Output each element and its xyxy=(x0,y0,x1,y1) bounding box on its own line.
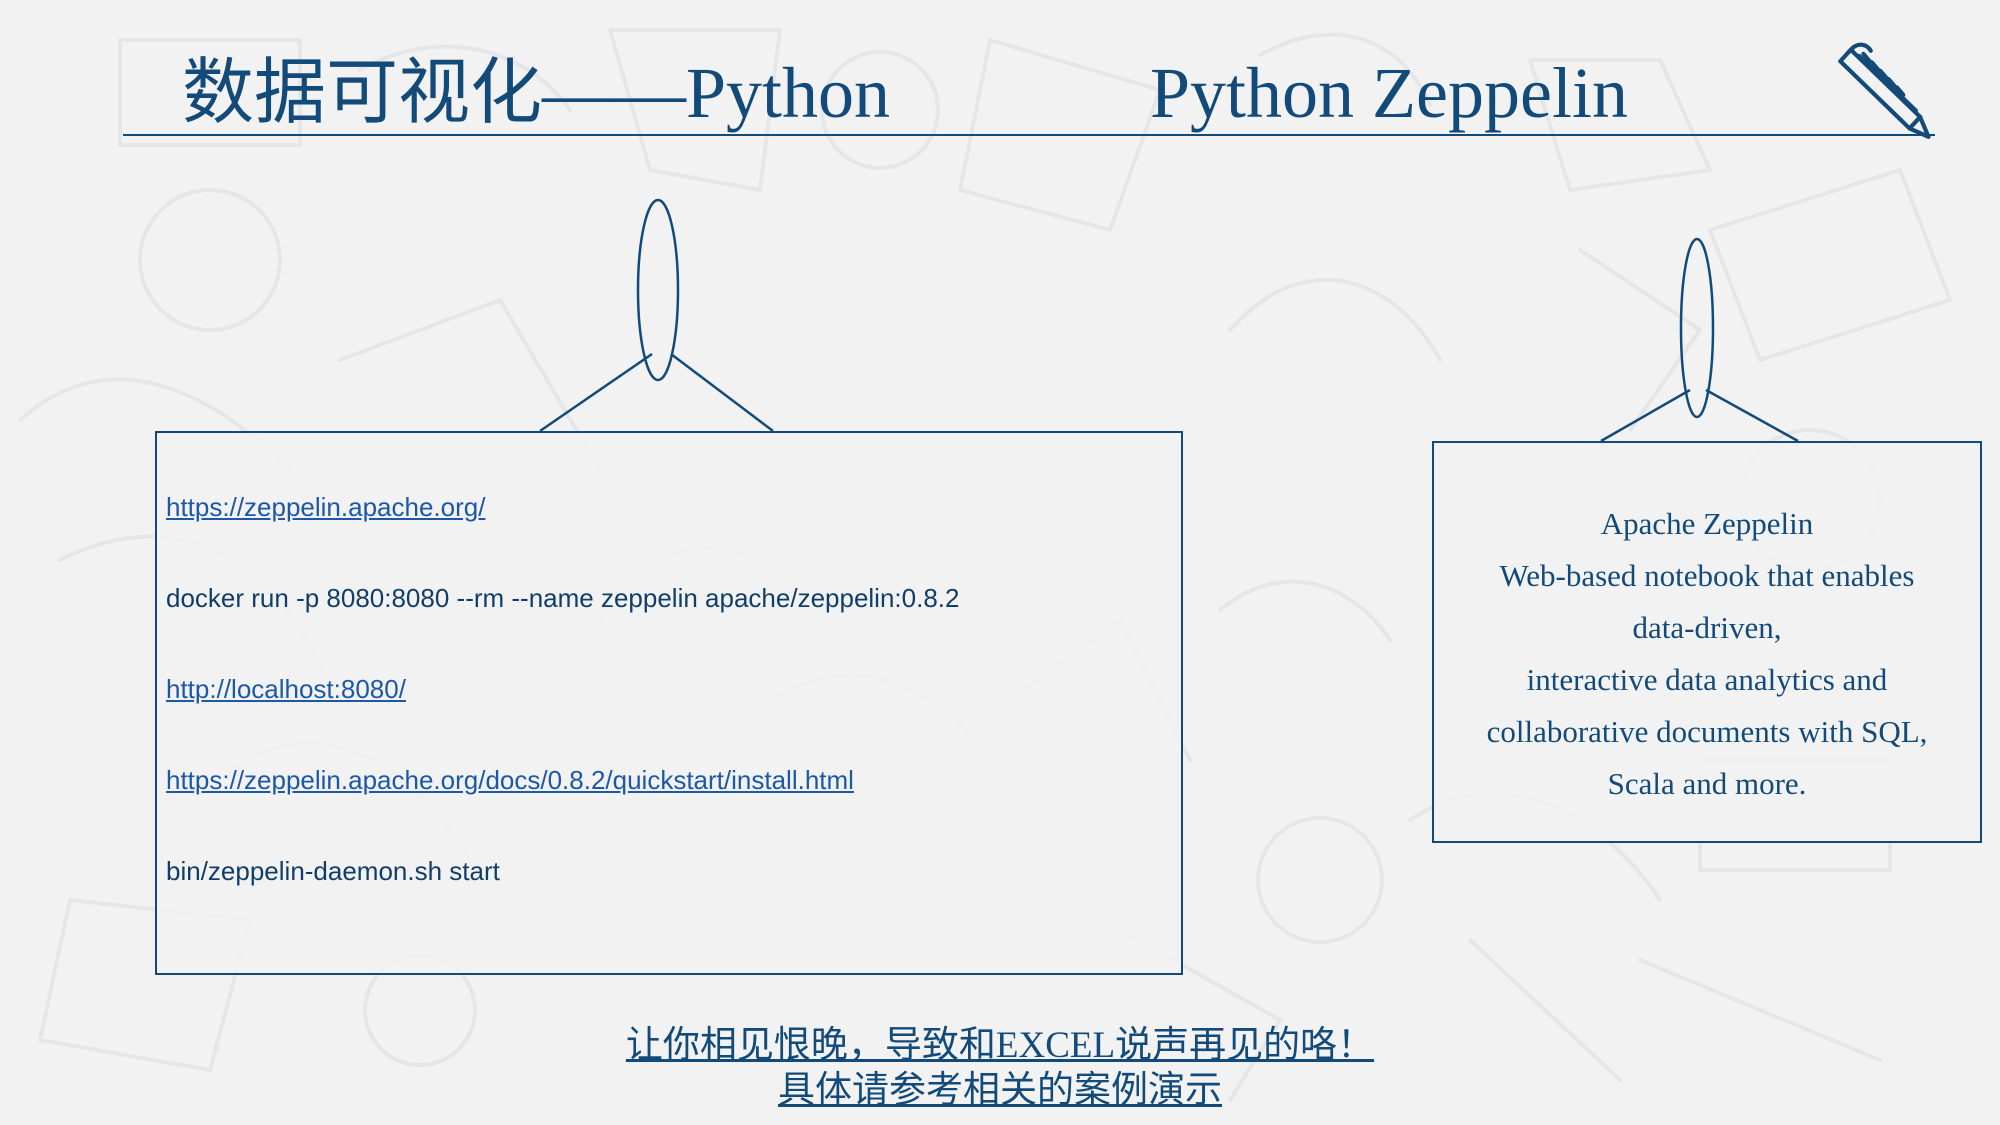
daemon-start-command: bin/zeppelin-daemon.sh start xyxy=(166,856,500,886)
description-text: Apache Zeppelin Web-based notebook that … xyxy=(1434,498,1980,810)
description-line: interactive data analytics and xyxy=(1526,662,1888,697)
description-line: Scala and more. xyxy=(1607,766,1807,801)
pencil-icon xyxy=(1838,42,1931,139)
description-line: collaborative documents with SQL, xyxy=(1486,714,1928,749)
docker-run-command: docker run -p 8080:8080 --rm --name zepp… xyxy=(166,583,960,613)
footer-line-1: 让你相见恨晚，导致和EXCEL说声再见的咯！ xyxy=(625,1025,1375,1066)
slide-subtitle: Python Zeppelin xyxy=(1150,53,1628,133)
install-docs-link[interactable]: https://zeppelin.apache.org/docs/0.8.2/q… xyxy=(166,765,854,795)
description-line: Web-based notebook that enables xyxy=(1499,558,1915,593)
zeppelin-home-link[interactable]: https://zeppelin.apache.org/ xyxy=(166,492,486,522)
title-divider xyxy=(123,134,1935,136)
zeppelin-install-panel: https://zeppelin.apache.org/ docker run … xyxy=(155,431,1183,975)
slide-title: 数据可视化——Python xyxy=(182,53,891,133)
footer-note: 让你相见恨晚，导致和EXCEL说声再见的咯！ 具体请参考相关的案例演示 xyxy=(0,1023,2000,1113)
localhost-link[interactable]: http://localhost:8080/ xyxy=(166,674,406,704)
footer-line-2: 具体请参考相关的案例演示 xyxy=(778,1070,1222,1111)
description-line: Apache Zeppelin xyxy=(1600,506,1814,541)
zeppelin-description-panel: Apache Zeppelin Web-based notebook that … xyxy=(1432,441,1982,843)
description-line: data-driven, xyxy=(1632,610,1782,645)
